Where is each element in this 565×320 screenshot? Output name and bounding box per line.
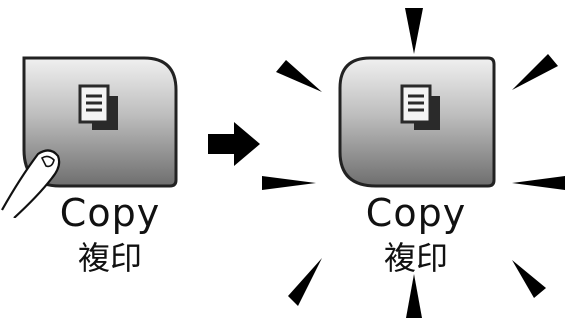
copy-documents-icon bbox=[78, 84, 118, 130]
right-arrow-icon bbox=[208, 122, 260, 166]
pointing-finger-icon bbox=[1, 149, 61, 218]
copy-label-before: Copy bbox=[59, 191, 161, 235]
copy-label-after: Copy bbox=[365, 191, 467, 235]
copy-documents-icon bbox=[400, 84, 440, 130]
copy-label-before-ja: 複印 bbox=[77, 239, 142, 277]
copy-button-lit[interactable] bbox=[336, 56, 496, 188]
copy-button-unlit[interactable] bbox=[18, 56, 178, 188]
copy-label-after-ja: 複印 bbox=[383, 239, 448, 277]
